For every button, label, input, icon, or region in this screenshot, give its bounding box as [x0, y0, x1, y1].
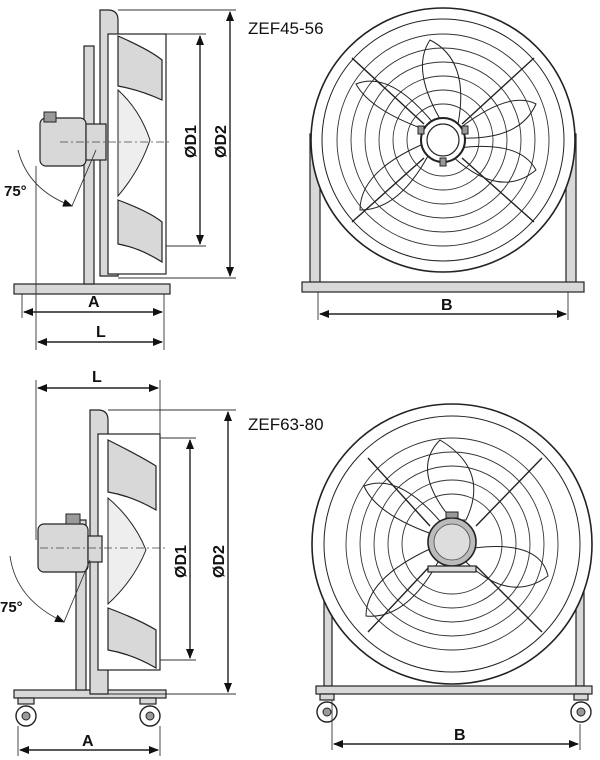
bottom-front-motor-mount — [427, 565, 477, 573]
bottom-dim-d1-label: ØD1 — [173, 545, 190, 578]
bottom-angle-label: 75° — [0, 599, 23, 616]
top-blade-3 — [117, 88, 151, 198]
bottom-blade-2 — [107, 607, 157, 670]
bottom-front-caster-right — [570, 693, 592, 723]
bottom-front-view: B — [311, 403, 593, 750]
bottom-blade-3 — [107, 496, 147, 606]
top-front-view: B — [301, 7, 585, 320]
top-angle-label: 75° — [4, 183, 27, 200]
top-front-blades — [355, 39, 537, 211]
top-blade-2 — [117, 199, 163, 264]
top-front-guard-rings — [336, 33, 550, 247]
bottom-dim-l-label: L — [92, 369, 102, 386]
top-blade-1 — [117, 35, 163, 101]
model-label-bottom: ZEF63-80 — [248, 415, 324, 434]
top-dim-d2-label: ØD2 — [213, 125, 230, 158]
bottom-tilt-arc — [9, 555, 65, 623]
bottom-dim-b-label: B — [454, 727, 466, 744]
top-stand-post — [83, 45, 95, 285]
top-front-hub — [426, 123, 460, 157]
top-side-view: 75° A L ØD1 ØD2 — [4, 9, 236, 350]
bottom-dim-a-label: A — [82, 733, 94, 750]
bottom-caster-right — [139, 697, 161, 727]
top-dim-a-label: A — [88, 294, 100, 311]
bottom-front-blades — [363, 439, 549, 617]
top-tilt-ref — [71, 149, 97, 207]
top-dim-l-label: L — [96, 324, 106, 341]
bottom-front-guard-rings — [345, 437, 559, 651]
bottom-stand-post — [75, 519, 87, 691]
top-tilt-arc — [17, 149, 73, 207]
bottom-motor-box — [65, 513, 81, 525]
bottom-motor-bracket — [87, 535, 103, 563]
model-label-top: ZEF45-56 — [248, 19, 324, 38]
bottom-front-struts — [367, 457, 543, 633]
bottom-front-caster-left — [316, 693, 338, 723]
bottom-front-base — [315, 685, 593, 695]
bottom-blade-1 — [107, 439, 157, 512]
top-front-housing-inner — [321, 18, 565, 262]
top-dim-b-label: B — [441, 297, 453, 314]
bottom-caster-left — [15, 697, 37, 727]
top-dim-d1-label: ØD1 — [183, 125, 200, 158]
bottom-front-housing-inner — [323, 415, 581, 673]
bottom-side-view: 75° L A ØD1 ØD2 — [0, 369, 236, 756]
top-motor-box — [43, 111, 57, 123]
bottom-dim-d2-label: ØD2 — [211, 545, 228, 578]
top-front-base — [301, 281, 585, 293]
top-base-plate — [13, 283, 171, 295]
top-front-struts — [351, 57, 535, 223]
